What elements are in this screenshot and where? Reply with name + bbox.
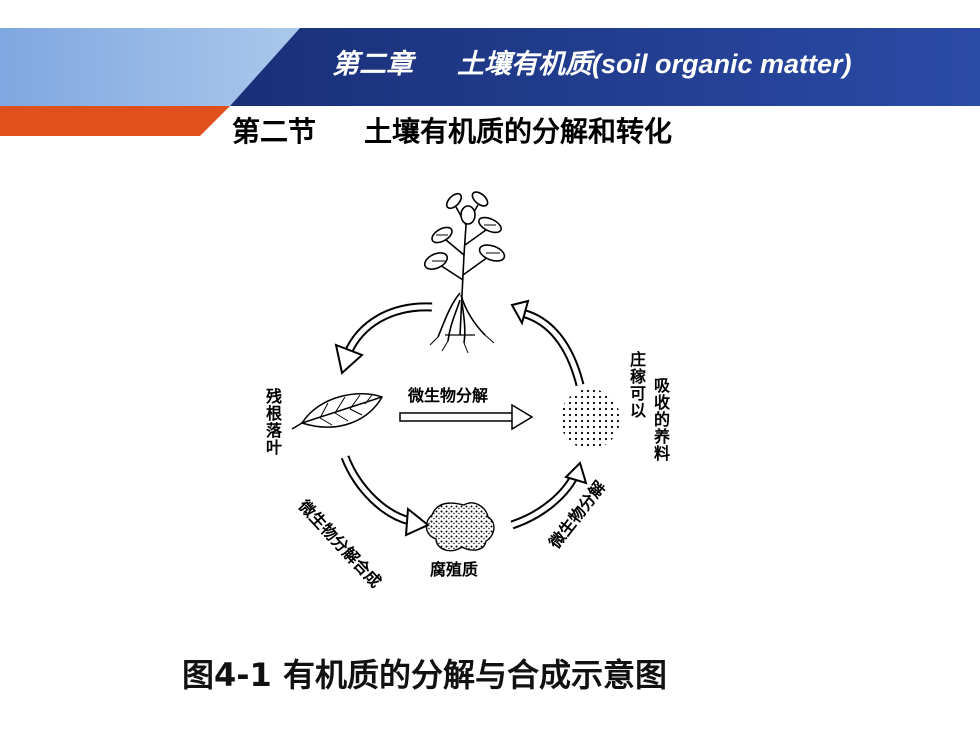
section-number: 第二节 — [232, 115, 317, 148]
section-title: 第二节 土壤有机质的分解和转化 — [232, 110, 672, 150]
residue-label: 残根落叶 — [263, 388, 282, 456]
leaf-icon — [291, 393, 384, 430]
arrow-plant-to-residue — [334, 302, 433, 375]
cycle-graphics — [291, 191, 620, 552]
chapter-english: (soil organic matter) — [592, 49, 852, 79]
section-name: 土壤有机质的分解和转化 — [364, 115, 673, 148]
banner-dark-band — [230, 28, 980, 106]
chapter-number: 第二章 — [332, 49, 413, 80]
center-decompose-label: 微生物分解 — [408, 386, 489, 405]
plant-icon — [423, 191, 506, 354]
decomposition-cycle-diagram: 残根落叶 微生物分解 庄稼可以 吸收的养料 微生物分解合成 腐殖质 微生物分解 — [250, 185, 730, 605]
chapter-topic: 土壤有机质 — [457, 49, 592, 80]
absorb-nutrients-label: 吸收的养料 — [651, 377, 670, 462]
arrow-nutrients-to-plant — [510, 299, 585, 387]
arrow-residue-to-nutrients — [399, 403, 534, 431]
arrow-residue-to-humus — [340, 455, 430, 537]
header-banner — [0, 28, 980, 136]
crop-label: 庄稼可以 — [627, 351, 646, 419]
banner-orange-band — [0, 106, 230, 136]
chapter-title: 第二章 土壤有机质(soil organic matter) — [332, 42, 852, 81]
figure-caption: 图4-1 有机质的分解与合成示意图 — [182, 656, 667, 694]
arrow-humus-to-nutrients — [510, 461, 588, 530]
nutrients-icon — [560, 389, 620, 449]
humus-icon — [425, 502, 495, 552]
humus-label: 腐殖质 — [430, 560, 479, 579]
